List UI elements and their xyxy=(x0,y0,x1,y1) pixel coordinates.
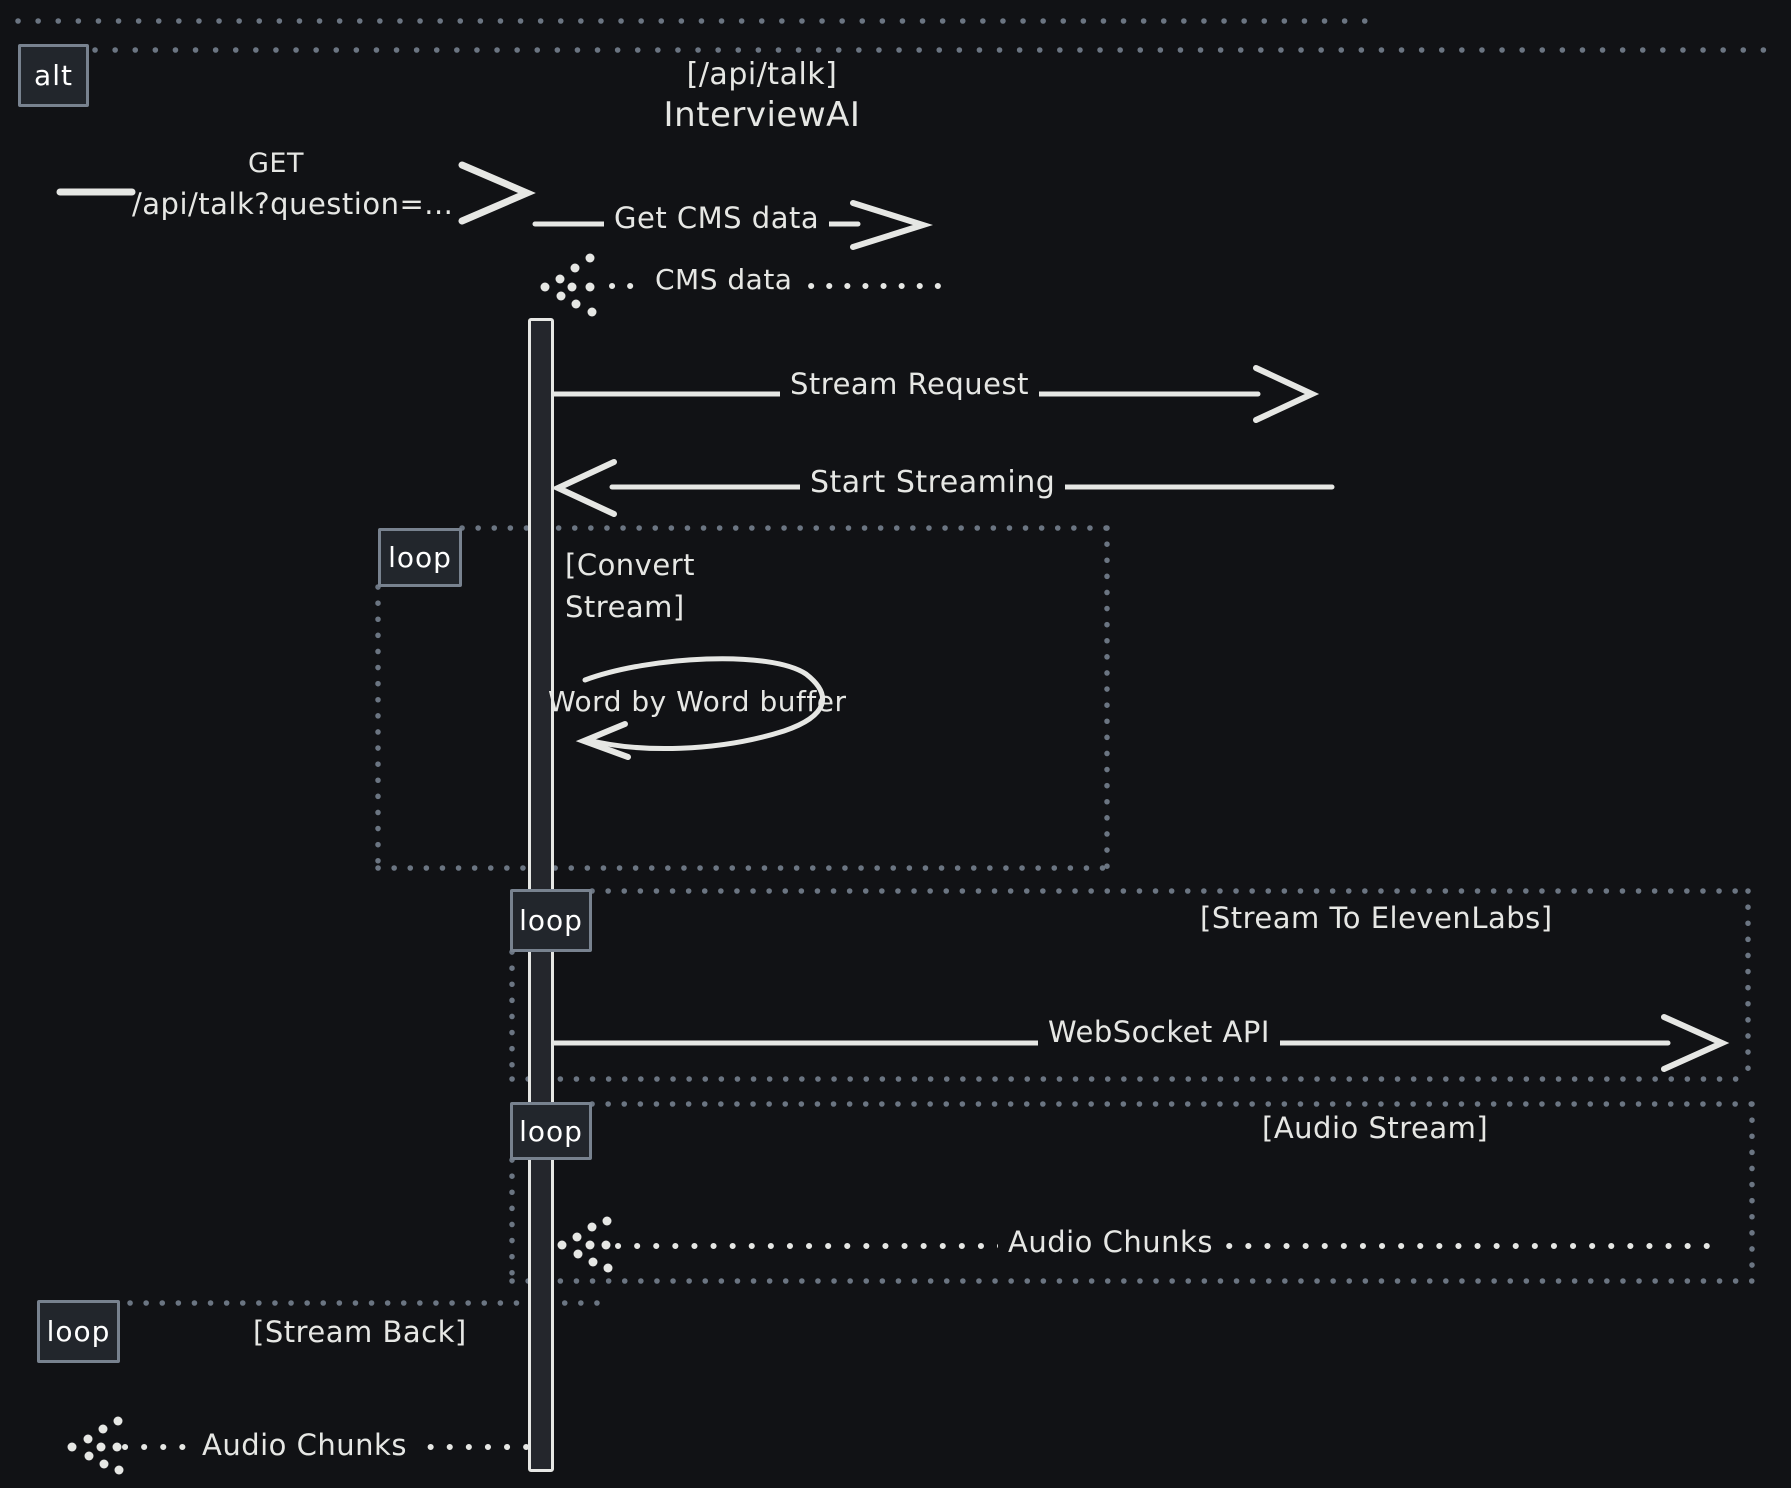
stream-request-label: Stream Request xyxy=(780,367,1039,402)
loop-elevenlabs-frame xyxy=(509,888,1751,1082)
alt-frame-label-box: alt xyxy=(18,44,89,107)
get-cms-arrowhead xyxy=(850,200,934,250)
websocket-arrowhead xyxy=(1661,1014,1730,1072)
cms-return-scatter-arrowhead xyxy=(540,253,597,317)
cms-return-label: CMS data xyxy=(645,263,803,297)
word-buffer-arrowhead xyxy=(575,721,631,760)
alt-frame-label: alt xyxy=(34,59,73,92)
start-streaming-label: Start Streaming xyxy=(800,465,1066,501)
loop-stream-back-condition: [Stream Back] xyxy=(253,1315,467,1349)
loop-convert-stream-frame xyxy=(375,525,1110,871)
lifeline-title-service: InterviewAI xyxy=(663,95,861,135)
loop-audio-stream-label-box: loop xyxy=(510,1102,592,1160)
loop-audio-stream-frame xyxy=(509,1101,1755,1284)
loop-label: loop xyxy=(388,541,452,574)
audio-chunks-label: Audio Chunks xyxy=(998,1225,1223,1260)
get-cms-label: Get CMS data xyxy=(604,201,830,236)
word-buffer-self-loop xyxy=(582,656,825,751)
word-buffer-label: Word by Word buffer xyxy=(548,685,847,718)
loop-elevenlabs-condition: [Stream To ElevenLabs] xyxy=(1200,901,1553,935)
audio-chunks-back-label: Audio Chunks xyxy=(192,1428,417,1463)
loop-label: loop xyxy=(519,1114,583,1148)
loop-convert-stream-label-box: loop xyxy=(378,528,462,587)
get-path-label: /api/talk?question=... xyxy=(132,187,454,221)
stream-request-arrowhead xyxy=(1253,365,1320,423)
start-streaming-arrowhead xyxy=(550,459,617,517)
loop-convert-stream-condition: [Convert Stream] xyxy=(565,548,695,625)
websocket-label: WebSocket API xyxy=(1038,1015,1280,1050)
loop-label: loop xyxy=(46,1315,111,1348)
get-method-label: GET xyxy=(248,148,304,179)
loop-stream-back-label-box: loop xyxy=(37,1300,120,1363)
loop-elevenlabs-label-box: loop xyxy=(510,889,592,952)
loop-audio-stream-condition: [Audio Stream] xyxy=(1262,1111,1489,1145)
get-request-arrowhead xyxy=(458,161,536,225)
audio-chunks-scatter-arrowhead xyxy=(557,1216,613,1273)
lifeline-title-endpoint: [/api/talk] xyxy=(686,57,838,92)
loop-label: loop xyxy=(519,904,583,937)
audio-chunks-back-scatter-arrowhead xyxy=(67,1416,124,1475)
